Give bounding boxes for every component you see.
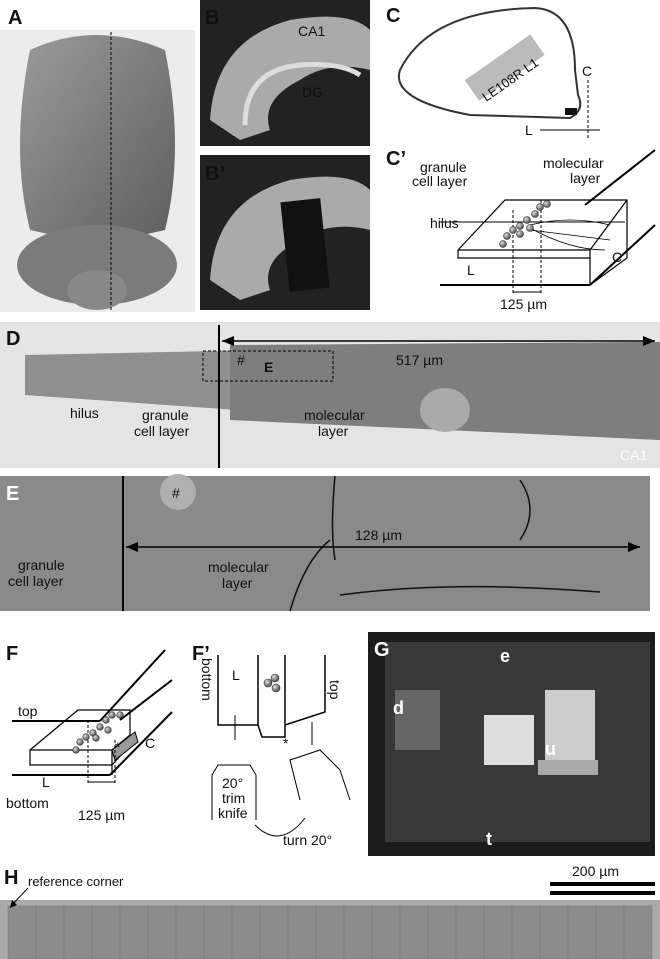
granule-label-1: granule — [420, 159, 467, 175]
panel-c-prime: granule cell layer molecular layer hilus… — [386, 148, 656, 312]
e-granule-2: cell layer — [8, 573, 64, 589]
hilus-label: hilus — [430, 215, 459, 231]
fp-top-label: top — [327, 680, 343, 700]
panel-g: e d u t G — [368, 632, 655, 856]
panel-a: A — [0, 7, 195, 312]
panel-label-h: H — [4, 867, 18, 889]
reference-corner-label: reference corner — [28, 874, 124, 889]
g-u-label: u — [545, 739, 556, 759]
panel-d: # E 517 µm hilus granule cell layer mole… — [0, 322, 660, 468]
panel-f-prime: L bottom top * 20° trim knife turn 20° F… — [192, 643, 351, 848]
d-granule-1: granule — [142, 407, 189, 423]
f-star: * — [115, 739, 121, 755]
panel-label-e: E — [6, 483, 19, 505]
panel-label-c: C — [386, 5, 400, 27]
d-molecular-1: molecular — [304, 407, 365, 423]
panel-b: CA1 DG B — [200, 0, 370, 146]
e-granule-1: granule — [18, 557, 65, 573]
molecular-label-2: layer — [570, 170, 601, 186]
panel-label-b: B — [205, 7, 219, 29]
ca1-label: CA1 — [298, 23, 325, 39]
e-scale-label: 128 µm — [355, 527, 402, 543]
panel-label-g: G — [374, 639, 390, 661]
e-molecular-1: molecular — [208, 559, 269, 575]
panel-label-a: A — [8, 7, 22, 29]
panel-e: # 128 µm granule cell layer molecular la… — [0, 474, 650, 612]
c-axis-label: C — [582, 63, 592, 79]
e-molecular-2: layer — [222, 575, 253, 591]
f-l-label: L — [42, 774, 50, 790]
knife-label-3: knife — [218, 805, 248, 821]
e-hash-label: # — [172, 485, 180, 501]
g-t-label: t — [486, 829, 492, 849]
g-e-label: e — [500, 646, 510, 666]
c-label: C — [612, 249, 622, 265]
fp-l-label: L — [232, 667, 240, 683]
l-label: L — [467, 262, 475, 278]
h-scale-label: 200 µm — [572, 863, 619, 879]
granule-label-2: cell layer — [412, 173, 468, 189]
d-molecular-2: layer — [318, 423, 349, 439]
panel-c: LE108R L1 C L C — [386, 5, 600, 140]
panel-b-prime: B’ — [200, 155, 370, 310]
panel-label-f-prime: F’ — [192, 643, 210, 665]
fp-star: * — [283, 735, 289, 751]
e-region-label: E — [264, 359, 273, 375]
g-d-label: d — [393, 698, 404, 718]
fp-bottom-label: bottom — [199, 658, 215, 701]
f-bottom-label: bottom — [6, 795, 49, 811]
d-granule-2: cell layer — [134, 423, 190, 439]
dg-label: DG — [302, 84, 323, 100]
d-hilus-label: hilus — [70, 405, 99, 421]
d-ca1-label: CA1 — [620, 447, 647, 463]
molecular-label-1: molecular — [543, 155, 604, 171]
panel-label-b-prime: B’ — [205, 163, 225, 185]
f-c-label: C — [145, 735, 155, 751]
d-hash-label: # — [237, 352, 245, 368]
panel-h: reference corner 200 µm H — [0, 863, 660, 959]
turn-label: turn 20° — [283, 832, 332, 848]
serial-sections — [7, 905, 653, 959]
f-scale-label: 125 µm — [78, 807, 125, 823]
panel-f: top bottom L C * 125 µm F — [6, 643, 173, 823]
scale-label: 125 µm — [500, 296, 547, 312]
brain-image — [20, 35, 175, 245]
panel-label-c-prime: C’ — [386, 148, 406, 170]
knife-label-1: 20° — [222, 775, 243, 791]
panel-label-f: F — [6, 643, 18, 665]
panel-label-d: D — [6, 328, 20, 350]
knife-label-2: trim — [222, 790, 245, 806]
f-top-label: top — [18, 703, 38, 719]
d-scale-label: 517 µm — [396, 352, 443, 368]
l-axis-label: L — [525, 122, 533, 138]
